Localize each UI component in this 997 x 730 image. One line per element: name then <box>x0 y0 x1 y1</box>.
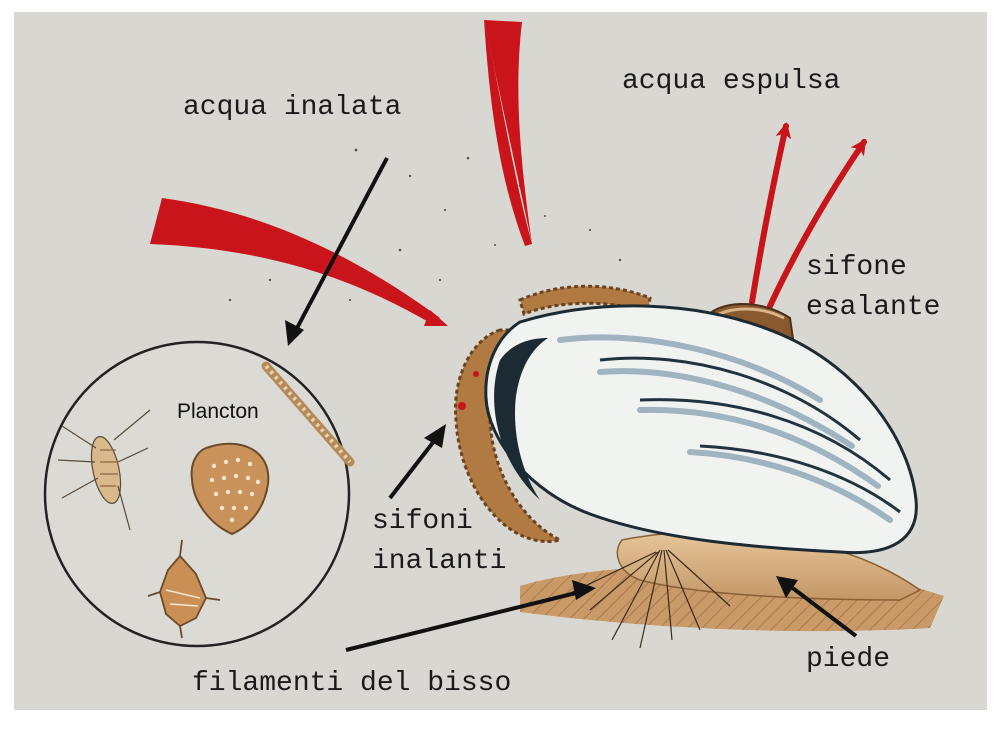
label-inhalant-siphons-line1: sifoni <box>372 506 473 538</box>
label-exhalant-siphon-line1: sifone <box>806 252 907 284</box>
label-exhalant-siphon-line2: esalante <box>806 292 940 324</box>
label-expelled-water: acqua espulsa <box>622 66 840 98</box>
label-inhalant-siphons-line2: inalanti <box>372 546 506 578</box>
label-inhaled-water: acqua inalata <box>183 92 401 124</box>
label-foot: piede <box>806 644 890 676</box>
label-plankton: Plancton <box>177 400 259 424</box>
plankton-inset <box>45 342 350 646</box>
label-byssus-threads: filamenti del bisso <box>192 668 511 700</box>
